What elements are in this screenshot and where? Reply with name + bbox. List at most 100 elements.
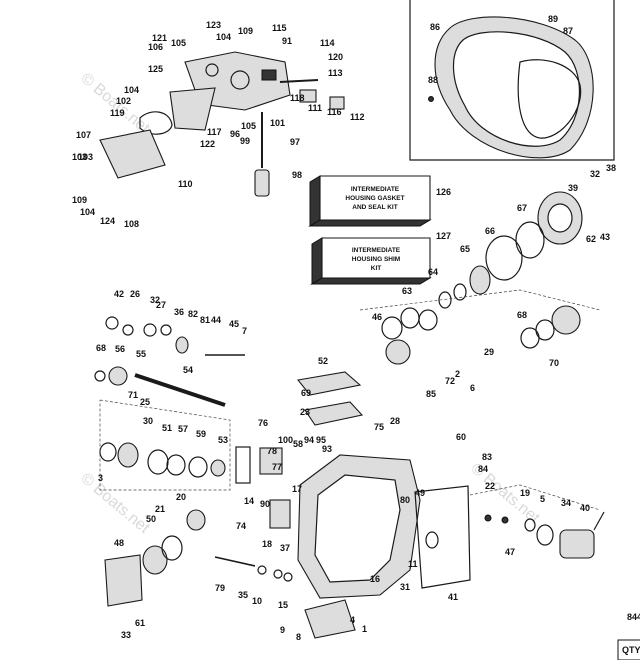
callout-99: 99 — [240, 136, 250, 146]
callout-31: 31 — [400, 582, 410, 592]
callout-82: 82 — [188, 309, 198, 319]
callout-98: 98 — [292, 170, 302, 180]
callout-95: 95 — [316, 435, 326, 445]
callout-33: 33 — [121, 630, 131, 640]
callout-105: 105 — [241, 121, 256, 131]
callout-89: 89 — [548, 14, 558, 24]
callout-19: 19 — [520, 488, 530, 498]
callout-114: 114 — [320, 38, 335, 48]
callout-109: 109 — [72, 195, 87, 205]
kit-127-line-2: HOUSING SHIM — [352, 256, 400, 263]
callout-70: 70 — [549, 358, 559, 368]
callout-41: 41 — [448, 592, 458, 602]
callout-21: 21 — [155, 504, 165, 514]
callout-100: 100 — [278, 435, 293, 445]
svg-text:© Boats.net: © Boats.net — [77, 470, 153, 537]
callout-62: 62 — [586, 234, 596, 244]
kit-126-line-3: AND SEAL KIT — [352, 204, 397, 211]
callout-105: 105 — [171, 38, 186, 48]
callout-63: 63 — [402, 286, 412, 296]
callout-124: 124 — [100, 216, 115, 226]
callout-10: 10 — [252, 596, 262, 606]
callout-84: 84 — [478, 464, 488, 474]
callout-32: 32 — [590, 169, 600, 179]
callout-109: 109 — [238, 26, 253, 36]
callout-11: 11 — [408, 559, 418, 569]
callout-101: 101 — [270, 118, 285, 128]
callout-97: 97 — [290, 137, 300, 147]
callout-91: 91 — [282, 36, 292, 46]
callout-34: 34 — [561, 498, 571, 508]
callout-113: 113 — [328, 68, 343, 78]
callout-25: 25 — [140, 397, 150, 407]
callout-48: 48 — [114, 538, 124, 548]
callout-35: 35 — [238, 590, 248, 600]
callout-59: 59 — [196, 429, 206, 439]
callout-20: 20 — [176, 492, 186, 502]
callout-40: 40 — [580, 503, 590, 513]
callout-104: 104 — [216, 32, 231, 42]
corner-code: 844 — [627, 612, 640, 622]
callout-107: 107 — [76, 130, 91, 140]
callout-36: 36 — [174, 307, 184, 317]
kit-box-126: INTERMEDIATE HOUSING GASKET AND SEAL KIT — [308, 175, 432, 227]
callout-115: 115 — [272, 23, 287, 33]
callout-75: 75 — [374, 422, 384, 432]
callout-43: 43 — [600, 232, 610, 242]
callout-122: 122 — [200, 139, 215, 149]
callout-88: 88 — [428, 75, 438, 85]
callout-96: 96 — [230, 129, 240, 139]
callout-80: 80 — [400, 495, 410, 505]
callout-22: 22 — [485, 481, 495, 491]
callout-93: 93 — [322, 444, 332, 454]
callout-72: 72 — [445, 376, 455, 386]
callout-104: 104 — [80, 207, 95, 217]
callout-64: 64 — [428, 267, 438, 277]
intermediate-housing — [259, 371, 471, 639]
callout-18: 18 — [262, 539, 272, 549]
callout-85: 85 — [426, 389, 436, 399]
callout-110: 110 — [178, 179, 193, 189]
callout-15: 15 — [278, 600, 288, 610]
callout-76: 76 — [258, 418, 268, 428]
callout-30: 30 — [143, 416, 153, 426]
cover-plate-assembly — [104, 509, 293, 607]
callout-103: 103 — [78, 152, 93, 162]
callout-78: 78 — [267, 446, 277, 456]
callout-39: 39 — [568, 183, 578, 193]
callout-79: 79 — [215, 583, 225, 593]
callout-38: 38 — [606, 163, 616, 173]
callout-94: 94 — [304, 435, 314, 445]
callout-54: 54 — [183, 365, 193, 375]
callout-69: 69 — [301, 388, 311, 398]
callout-106: 106 — [148, 42, 163, 52]
callout-58: 58 — [293, 439, 303, 449]
callout-8: 8 — [296, 632, 301, 642]
callout-65: 65 — [460, 244, 470, 254]
callout-23: 23 — [300, 407, 310, 417]
callout-56: 56 — [115, 344, 125, 354]
kit-126-line-1: INTERMEDIATE — [351, 186, 400, 193]
callout-55: 55 — [136, 349, 146, 359]
callout-53: 53 — [218, 435, 228, 445]
callout-49: 49 — [415, 488, 425, 498]
callout-28: 28 — [390, 416, 400, 426]
callout-68: 68 — [96, 343, 106, 353]
callout-32: 32 — [150, 295, 160, 305]
callout-68: 68 — [517, 310, 527, 320]
callout-16: 16 — [370, 574, 380, 584]
inset-housing — [409, 0, 615, 161]
footer-text: QTY — [622, 645, 640, 655]
callout-37: 37 — [280, 543, 290, 553]
callout-117: 117 — [207, 127, 222, 137]
callout-46: 46 — [372, 312, 382, 322]
callout-60: 60 — [456, 432, 466, 442]
callout-83: 83 — [482, 452, 492, 462]
callout-67: 67 — [517, 203, 527, 213]
callout-71: 71 — [128, 390, 138, 400]
callout-90: 90 — [260, 499, 270, 509]
callout-74: 74 — [236, 521, 246, 531]
callout-123: 123 — [206, 20, 221, 30]
callout-125: 125 — [148, 64, 163, 74]
